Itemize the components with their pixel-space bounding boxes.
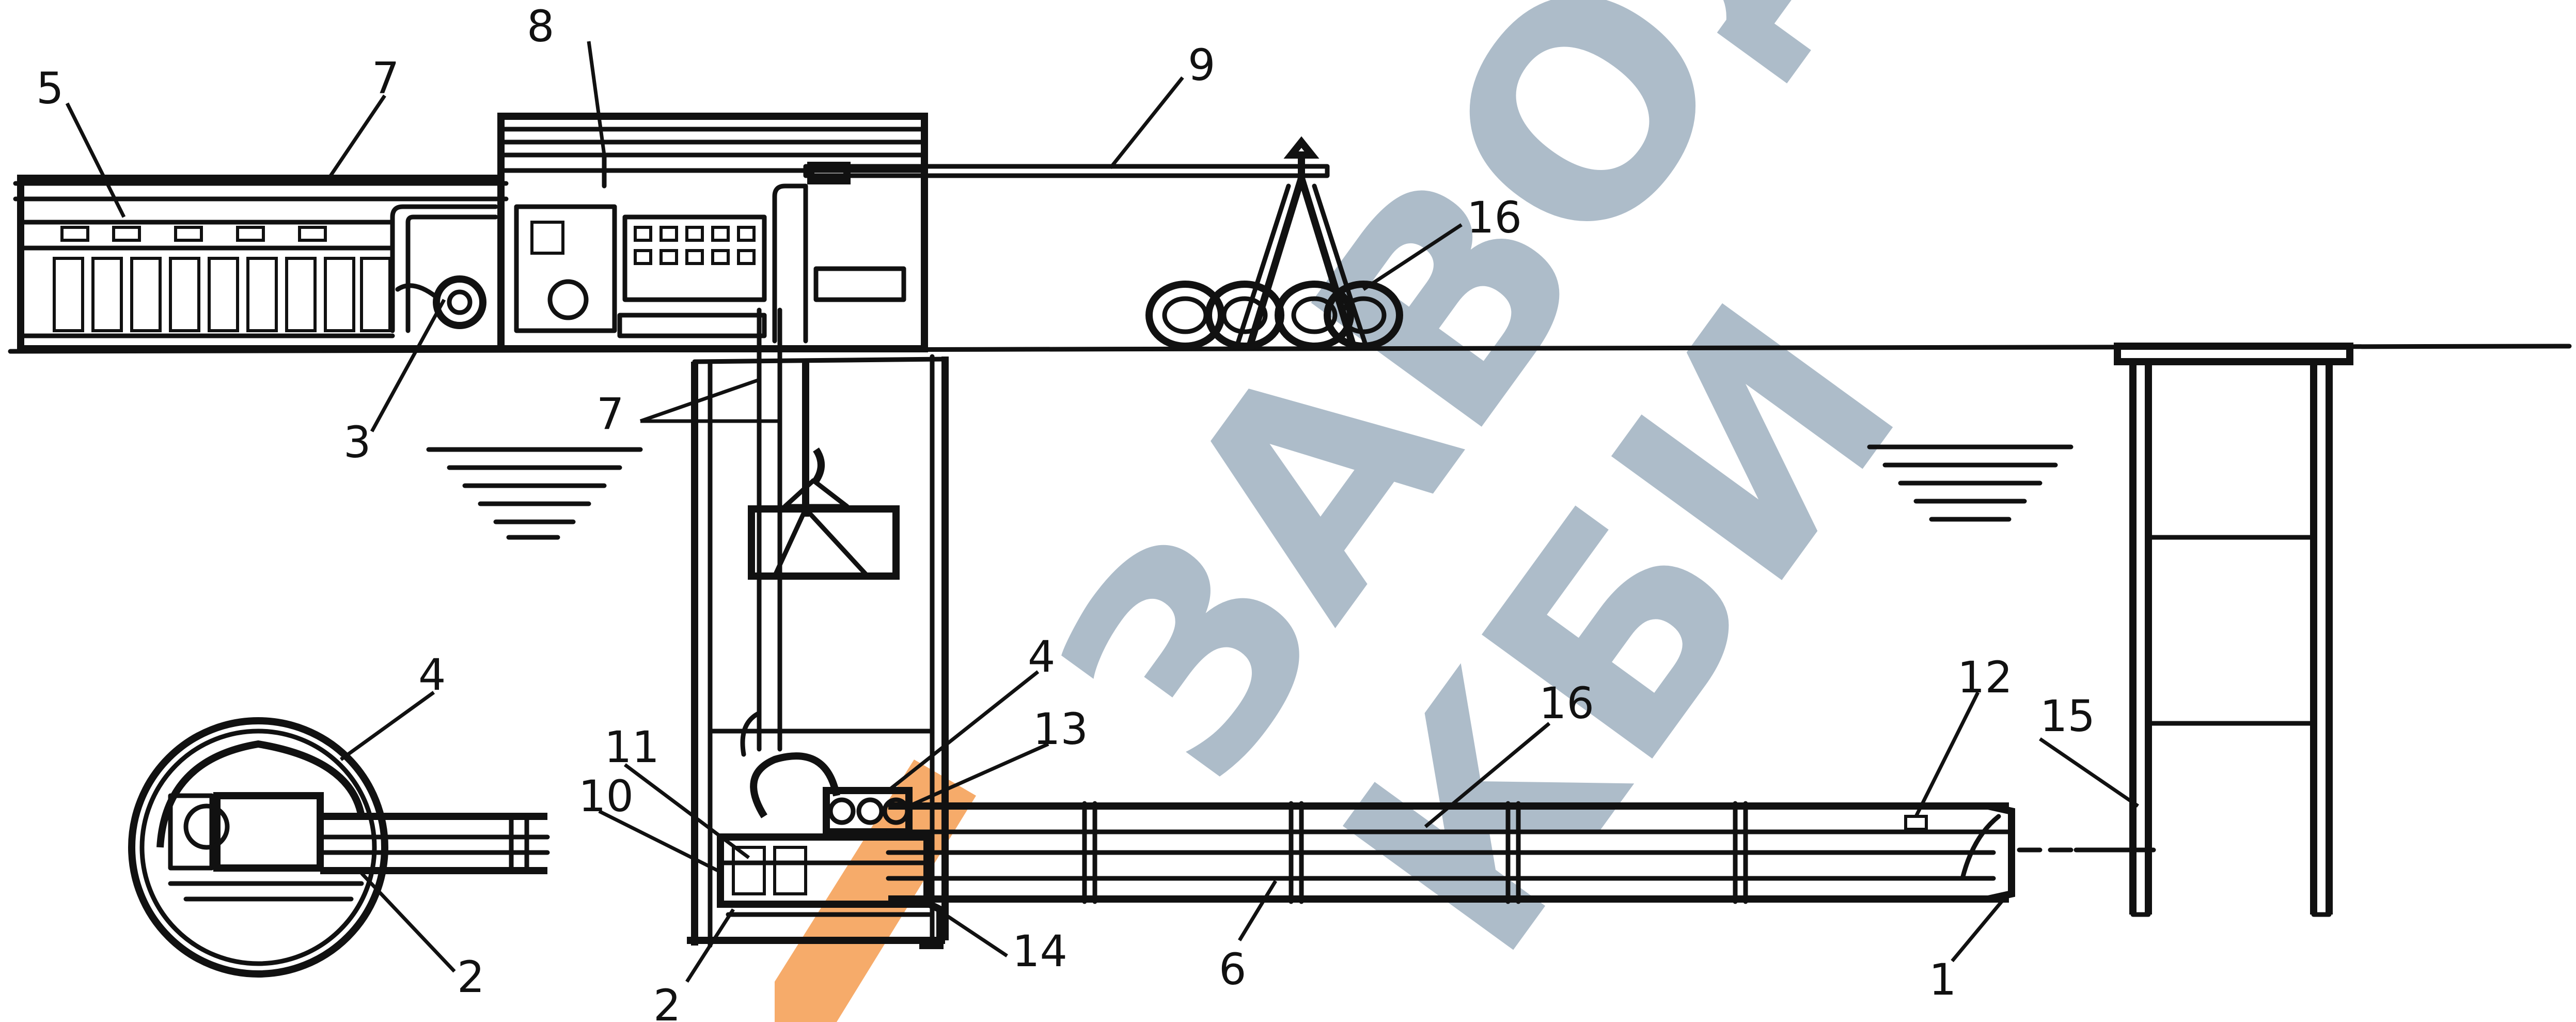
label-2-shaft: 2 xyxy=(653,980,681,1022)
leader-lines xyxy=(65,41,2139,983)
label-2-section: 2 xyxy=(457,952,484,1002)
watermark-orange-stripe xyxy=(775,760,976,1022)
water-level-left xyxy=(426,447,643,540)
receiving-shaft xyxy=(2114,343,2353,917)
instrument-dials xyxy=(634,226,756,265)
watermark: ЗАВОД КБИ xyxy=(775,0,1964,1022)
label-13: 13 xyxy=(1033,704,1088,754)
pump-unit xyxy=(390,204,498,333)
label-6: 6 xyxy=(1219,944,1246,995)
pipe-string xyxy=(886,801,2156,904)
cross-section-detail xyxy=(128,717,550,978)
label-12: 12 xyxy=(1957,652,2013,703)
label-9: 9 xyxy=(1188,40,1215,90)
label-14: 14 xyxy=(1012,926,1067,977)
container-panels xyxy=(53,226,391,332)
label-7-shaft: 7 xyxy=(596,389,624,439)
control-cabin xyxy=(497,113,928,352)
label-1: 1 xyxy=(1929,954,1956,1005)
water-level-right xyxy=(1867,444,2074,522)
label-10: 10 xyxy=(578,771,634,822)
label-7-top: 7 xyxy=(372,53,399,103)
label-5: 5 xyxy=(36,63,64,114)
label-16-top: 16 xyxy=(1467,192,1522,243)
label-16-pipe: 16 xyxy=(1539,678,1594,729)
start-shaft xyxy=(687,307,949,949)
label-4-shaft: 4 xyxy=(1028,631,1055,682)
label-4-section: 4 xyxy=(418,649,446,700)
label-8: 8 xyxy=(527,1,554,52)
crane-boom xyxy=(803,136,1369,349)
ring-coils xyxy=(1145,281,1403,350)
pipe-joints xyxy=(1082,801,1748,904)
callout-labels: 5 7 8 9 16 3 7 4 2 4 13 11 10 2 14 6 16 … xyxy=(36,1,2095,1022)
label-11: 11 xyxy=(604,722,659,772)
label-15: 15 xyxy=(2040,691,2095,741)
label-3: 3 xyxy=(343,417,371,468)
